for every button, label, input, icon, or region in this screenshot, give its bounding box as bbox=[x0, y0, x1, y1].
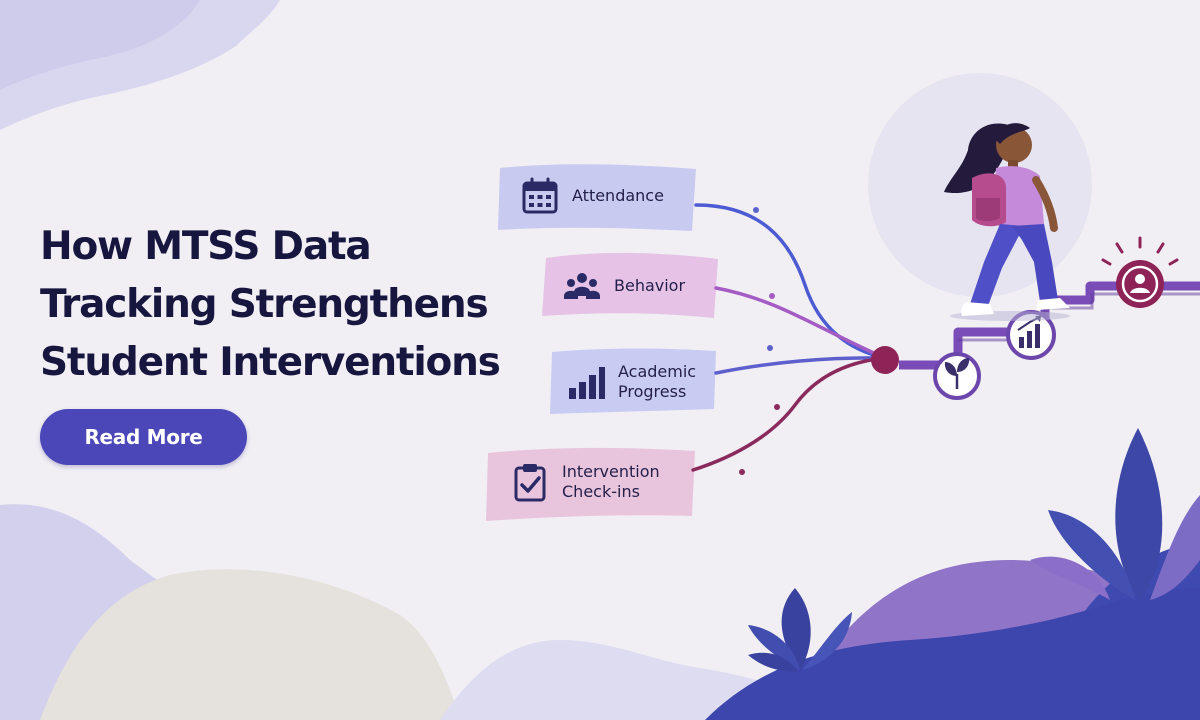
intervention-checkins-label: Intervention Check-ins bbox=[510, 462, 660, 502]
attendance-stream bbox=[694, 203, 887, 360]
shoe-right bbox=[1036, 298, 1070, 310]
dot bbox=[753, 207, 759, 213]
background-paper-shapes bbox=[0, 0, 830, 720]
behavior-tag bbox=[542, 252, 718, 318]
intervention-text-line: Check-ins bbox=[562, 482, 640, 501]
behavior-text: Behavior bbox=[614, 276, 686, 295]
backpack-pocket bbox=[976, 198, 1000, 221]
bar-chart-icon bbox=[569, 367, 605, 399]
leaves-right bbox=[1030, 428, 1200, 600]
user-icon bbox=[1101, 236, 1179, 308]
behavior-stream bbox=[714, 286, 887, 360]
academic-text-line: Progress bbox=[618, 382, 687, 401]
data-streams bbox=[691, 203, 887, 472]
headline-line: Tracking Strengthens bbox=[40, 282, 489, 327]
leaves-bottom bbox=[748, 588, 852, 672]
leaf bbox=[748, 652, 798, 672]
behavior-label: Behavior bbox=[562, 266, 685, 306]
headline: How MTSS Data Tracking Strengthens Stude… bbox=[40, 218, 560, 392]
pants-left-leg bbox=[970, 224, 1024, 306]
calendar-icon bbox=[522, 177, 558, 214]
data-hub bbox=[871, 346, 899, 374]
leaf bbox=[1115, 428, 1163, 600]
leaf bbox=[748, 625, 800, 670]
attendance-label: Attendance bbox=[520, 176, 664, 216]
dot bbox=[774, 404, 780, 410]
paper-shape-bottom-center bbox=[40, 569, 460, 720]
student-figure bbox=[944, 123, 1070, 321]
academic-progress-label: Academic Progress bbox=[566, 362, 696, 402]
leaf bbox=[1030, 556, 1110, 600]
leaf bbox=[1150, 495, 1200, 600]
neck bbox=[1008, 160, 1018, 170]
leaf bbox=[1048, 510, 1135, 600]
group-icon bbox=[564, 273, 600, 299]
paper-shape-top-left-inner bbox=[0, 0, 200, 90]
hair bbox=[944, 123, 1012, 194]
dot bbox=[767, 345, 773, 351]
headline-line: Student Interventions bbox=[40, 340, 501, 385]
headline-line: How MTSS Data bbox=[40, 224, 372, 269]
intervention-text-line: Intervention bbox=[562, 462, 660, 481]
hair-top bbox=[996, 123, 1030, 144]
dot bbox=[739, 469, 745, 475]
arm bbox=[1032, 176, 1058, 232]
shirt bbox=[994, 166, 1044, 229]
pants-right-leg bbox=[1012, 224, 1058, 302]
academic-stream bbox=[714, 356, 887, 375]
dot bbox=[769, 293, 775, 299]
sprout-icon bbox=[933, 352, 981, 400]
intervention-stream bbox=[691, 356, 887, 472]
attendance-text: Attendance bbox=[572, 186, 664, 205]
academic-text-line: Academic bbox=[618, 362, 697, 381]
leaf bbox=[802, 612, 852, 670]
clipboard-check-icon bbox=[514, 464, 546, 502]
intervention-tag bbox=[486, 447, 695, 521]
decorative-dots bbox=[739, 207, 780, 475]
blue-hill-front bbox=[705, 588, 1200, 720]
read-more-button[interactable]: Read More bbox=[40, 409, 247, 465]
shoe-left bbox=[961, 302, 994, 316]
